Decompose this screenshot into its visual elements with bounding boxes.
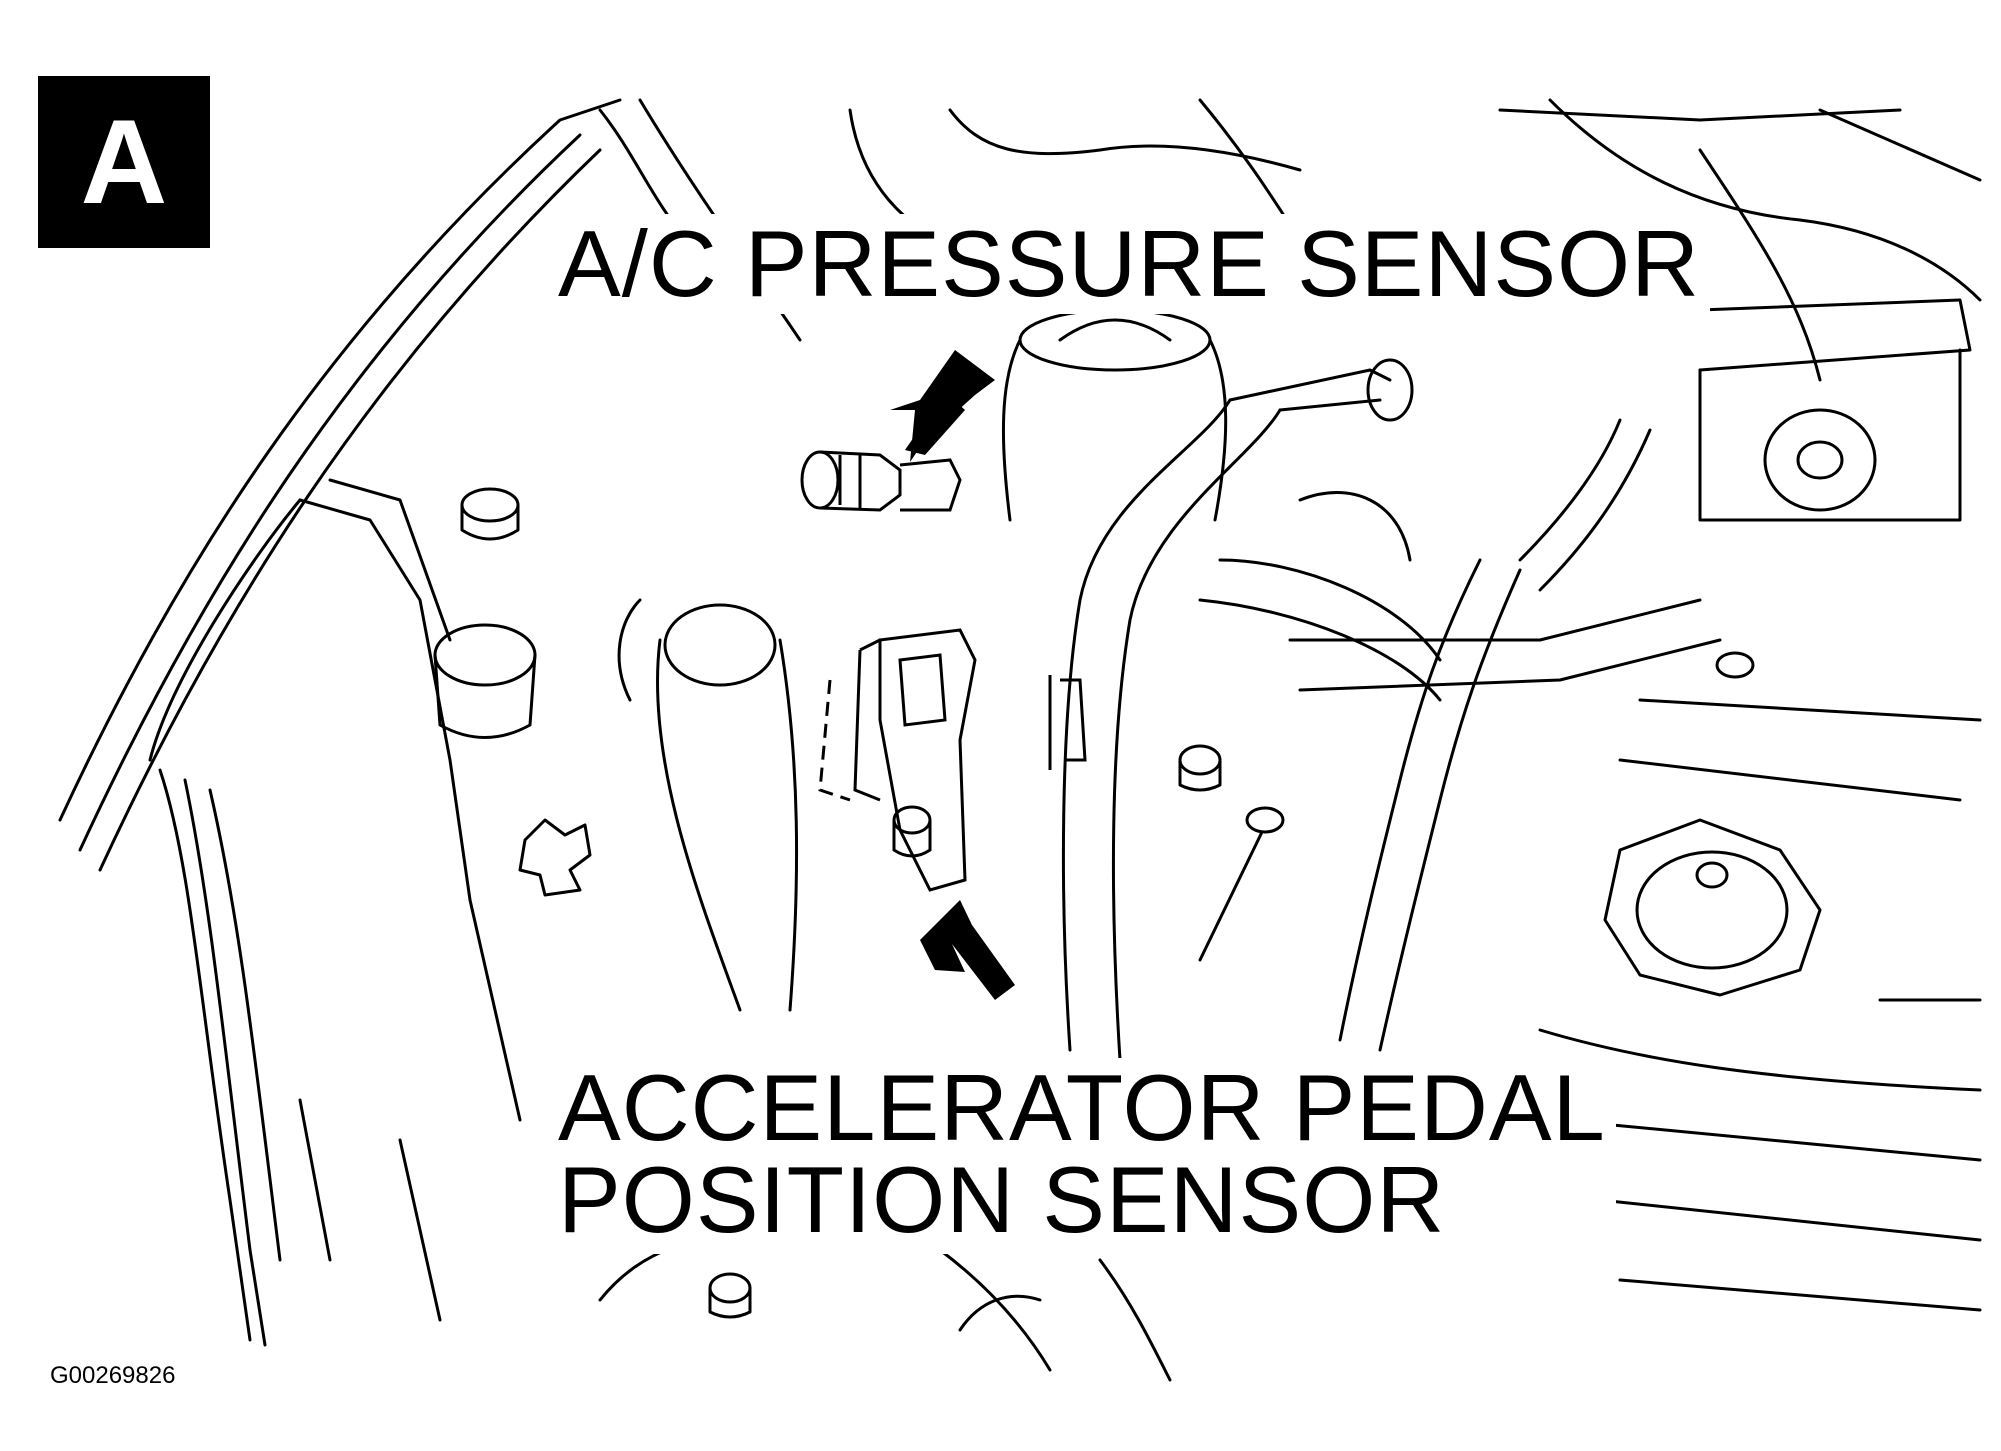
accelerator-label-line-2: POSITION SENSOR	[558, 1147, 1446, 1252]
figure-id: G00269826	[50, 1362, 176, 1389]
view-label-badge: A	[38, 76, 210, 248]
accelerator-label-line-1: ACCELERATOR PEDAL	[558, 1055, 1606, 1160]
callout-arrows	[890, 350, 1015, 1000]
accelerator-pedal-position-sensor-label: ACCELERATOR PEDAL POSITION SENSOR	[548, 1058, 1616, 1254]
ac-pressure-sensor-label: A/C PRESSURE SENSOR	[548, 214, 1711, 314]
